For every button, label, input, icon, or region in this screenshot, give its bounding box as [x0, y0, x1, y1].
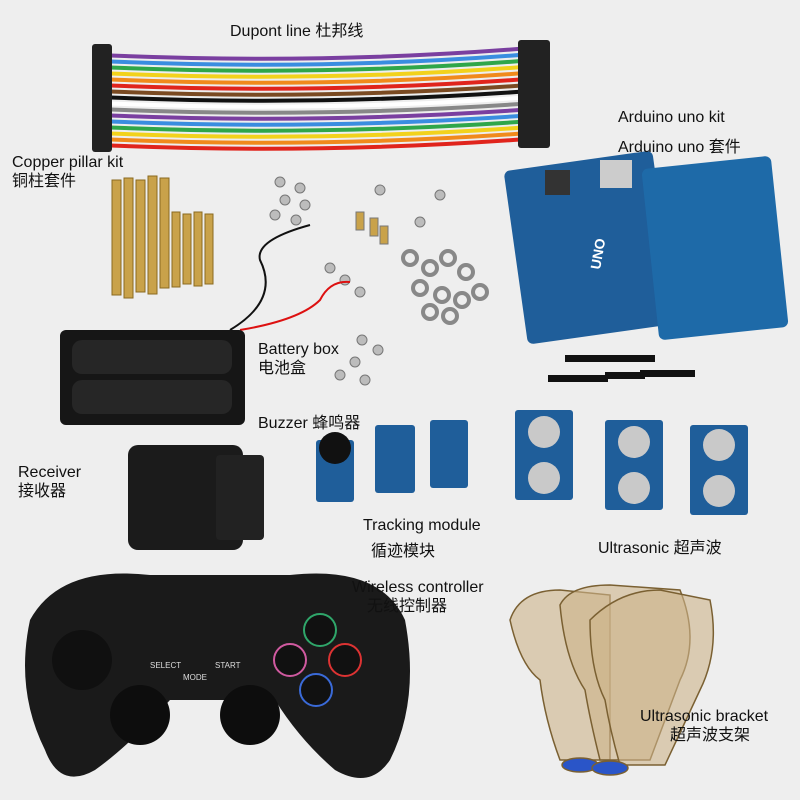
wireless-label-en: Wireless controller: [352, 579, 484, 596]
dupont-label-en: Dupont line: [230, 23, 311, 40]
screws-nuts: [269, 176, 489, 386]
ultrasonic-label-en: Ultrasonic: [598, 540, 670, 557]
copper-pillar-label-zh: 铜柱套件: [12, 173, 77, 190]
battery-box: [60, 224, 351, 425]
battery-box-label-en: Battery box: [258, 341, 339, 358]
copper-pillar-label-en: Copper pillar kit: [12, 154, 124, 171]
wireless-label-zh: 无线控制器: [367, 598, 448, 615]
ultrasonic-bracket-label: Ultrasonic bracket 超声波支架: [640, 707, 768, 745]
wireless-label: Wireless controller 无线控制器: [352, 578, 484, 616]
ultrasonic-label-zh: 超声波: [673, 540, 722, 557]
ultrasonic-bracket-label-en: Ultrasonic bracket: [640, 708, 769, 725]
ultrasonic-bracket-label-zh: 超声波支架: [670, 727, 751, 744]
tracking-label-en: Tracking module: [363, 517, 481, 534]
start-label: START: [215, 661, 241, 670]
wireless-controller: SELECT START MODE: [25, 573, 410, 778]
header-pins: [548, 355, 695, 382]
arduino-boards: UNO: [504, 151, 789, 344]
battery-box-label-zh: 电池盒: [258, 360, 307, 377]
arduino-kit-zh-label: Arduino uno 套件: [618, 138, 741, 157]
dupont-label-zh: 杜邦线: [315, 23, 364, 40]
buzzer-label-zh: 蜂鸣器: [312, 415, 361, 432]
arduino-kit-label-en: Arduino uno kit: [618, 109, 725, 126]
receiver-label-en: Receiver: [18, 464, 82, 481]
battery-box-label: Battery box 电池盒: [258, 340, 339, 378]
tracking-label-zh: 循迹模块: [371, 543, 436, 560]
ultrasonic-brackets: [509, 584, 715, 776]
dupont-wires: [92, 40, 550, 152]
copper-pillars: [111, 175, 214, 299]
arduino-kit-zh-label-zh: 套件: [708, 139, 741, 156]
ultrasonic-sensors: [515, 410, 748, 515]
buzzer-label: Buzzer 蜂鸣器: [258, 414, 360, 433]
arduino-kit-zh-label-en: Arduino uno: [618, 139, 705, 156]
select-label: SELECT: [150, 661, 181, 670]
buzzer-label-en: Buzzer: [258, 415, 308, 432]
tracking-modules: [375, 420, 468, 493]
tracking-label: Tracking module 循迹模块: [363, 513, 481, 565]
buzzer-module: [316, 432, 354, 502]
receiver-label: Receiver 接收器: [18, 463, 81, 501]
copper-pillar-label: Copper pillar kit 铜柱套件: [12, 153, 123, 191]
ultrasonic-label: Ultrasonic 超声波: [598, 539, 722, 558]
arduino-kit-label: Arduino uno kit: [618, 108, 725, 127]
dupont-label: Dupont line 杜邦线: [230, 22, 363, 41]
receiver: [128, 445, 264, 550]
uno-text: UNO: [587, 237, 608, 271]
mode-label: MODE: [183, 673, 207, 682]
receiver-label-zh: 接收器: [18, 483, 67, 500]
